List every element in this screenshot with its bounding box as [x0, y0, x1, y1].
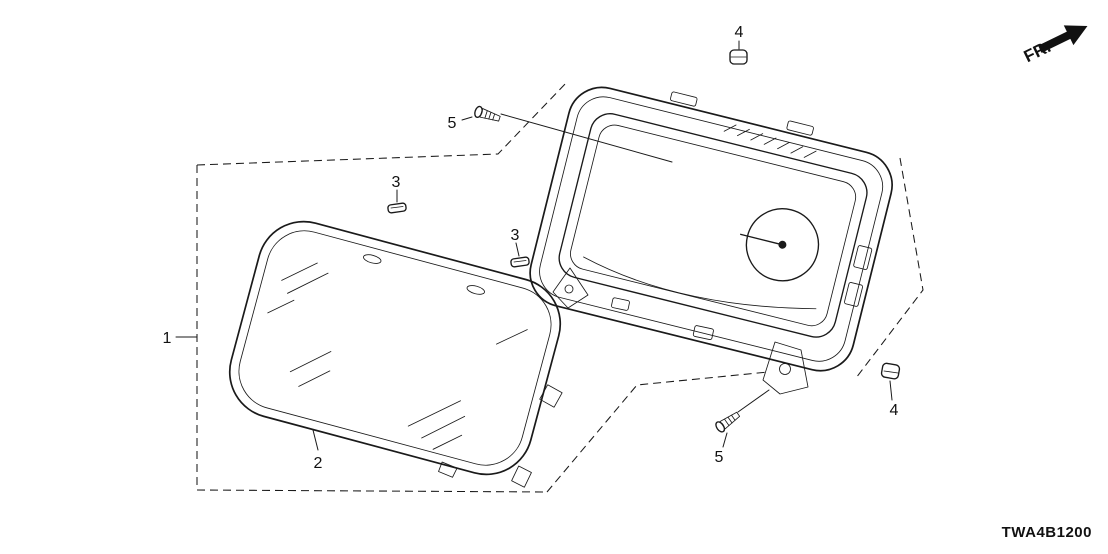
lens-reflection-hatch-middle	[289, 351, 332, 387]
callout-part1: 1	[163, 330, 172, 347]
clip-icon	[510, 256, 530, 268]
lens-clip-slot-left	[363, 254, 382, 264]
mount-hole-bottom	[779, 363, 791, 375]
boundary-bottom-edge	[196, 489, 548, 493]
boundary-dashed-lines	[196, 81, 924, 493]
leader-part5-upper-long	[500, 113, 673, 163]
screw-shaft	[479, 108, 501, 122]
lens-outer-outline	[228, 220, 562, 476]
top-tab-right	[786, 120, 814, 136]
grommet-icon	[729, 49, 748, 65]
callout-part3-upper: 3	[392, 174, 401, 191]
boundary-bottom-right-edge	[546, 371, 769, 493]
gauge-needle-hub	[778, 240, 787, 249]
grommet-right	[880, 362, 901, 380]
diagram-code: TWA4B1200	[1002, 524, 1092, 541]
display-opening	[570, 124, 857, 327]
gauge-needle	[740, 233, 780, 245]
lens-side-tab	[539, 384, 563, 408]
screw-threads	[724, 414, 736, 426]
lens-bottom-tab-left	[438, 461, 458, 478]
screw-lower	[715, 411, 741, 433]
bezel-opening	[558, 113, 868, 338]
lens-clip-slot-right	[466, 285, 485, 295]
leader-part5-upper	[461, 116, 473, 121]
inner-contour-curve	[583, 256, 817, 310]
housing-mounting-details	[552, 267, 809, 395]
lens-reflection-hatch-upper-left	[267, 262, 329, 314]
mount-hole-left	[564, 284, 574, 294]
lens-bottom-tab-right	[511, 465, 532, 488]
top-tab-left	[670, 91, 698, 107]
screw-shaft	[719, 411, 741, 430]
bottom-connector-left	[611, 297, 630, 311]
boundary-top-edge	[196, 81, 568, 166]
callout-part4-right: 4	[890, 402, 899, 419]
clip-icon	[387, 202, 407, 214]
callout-part4-top: 4	[735, 24, 744, 41]
housing-inner-outline	[539, 96, 884, 362]
screw-upper	[474, 105, 501, 122]
screw-threads	[484, 110, 496, 121]
fr-arrow-icon	[1038, 25, 1088, 53]
clip-detail-line	[390, 206, 404, 209]
leader-part5-lower	[722, 432, 728, 448]
lens-reflection-hatch-upper-right	[496, 329, 528, 345]
right-connector-lower	[844, 282, 863, 307]
mount-tab-left	[552, 267, 589, 309]
lens-inner-outline	[238, 230, 552, 466]
clip-detail-line	[513, 260, 527, 263]
callout-part5-lower: 5	[715, 449, 724, 466]
fr-direction-marker: FR.	[1021, 25, 1088, 66]
housing-outer-outline	[529, 86, 893, 372]
top-grille-hatch	[723, 124, 817, 158]
bottom-connector-right	[692, 325, 714, 341]
grommet-icon	[880, 362, 901, 380]
meter-assembly	[529, 86, 893, 372]
clip-upper	[387, 202, 407, 214]
callout-part2: 2	[314, 455, 323, 472]
meter-lens	[228, 220, 563, 488]
right-connector-upper	[853, 245, 873, 270]
lens-reflection-hatch-lower-right	[407, 400, 466, 450]
callout-part3-lower: 3	[511, 227, 520, 244]
mount-bracket-bottom	[762, 341, 809, 395]
grommet-top	[729, 49, 748, 65]
clip-lower	[510, 256, 530, 268]
boundary-right-edge	[855, 157, 924, 379]
grommet-detail-line	[883, 370, 899, 374]
callout-part5-upper: 5	[448, 115, 457, 132]
leader-part2	[312, 429, 319, 451]
leader-lines	[175, 40, 893, 451]
leader-part5-lower-long	[737, 389, 770, 413]
leader-part3-lower	[515, 242, 520, 257]
leader-part4-right	[889, 380, 893, 401]
